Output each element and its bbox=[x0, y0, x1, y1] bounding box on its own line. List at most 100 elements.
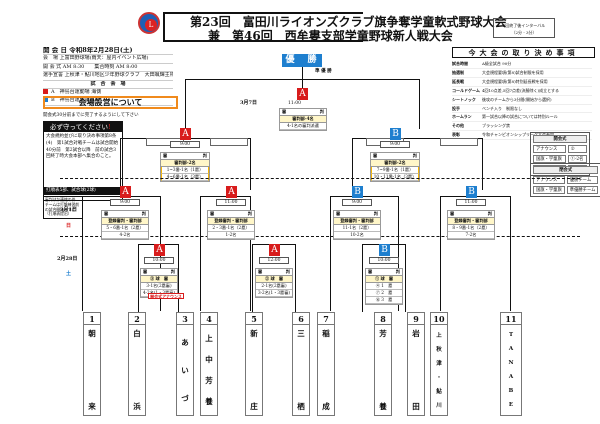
referee-tail: 判 bbox=[170, 269, 175, 274]
team-name-char: 芳 bbox=[379, 329, 387, 338]
bracket-line bbox=[200, 196, 250, 197]
rule-value: ブラッシング禁 bbox=[482, 123, 510, 129]
team-slot[interactable]: 2 白浜 bbox=[128, 312, 146, 416]
referee-line: 1~3番-1名（1塁） bbox=[161, 167, 209, 174]
team-name-char: 朝 bbox=[88, 329, 96, 338]
team-name-char: ・ bbox=[436, 375, 442, 381]
rule-value: 大会規程要項(第8)特別延長戦を採用 bbox=[482, 78, 548, 84]
team-name-char: T bbox=[508, 332, 514, 338]
bracket-line bbox=[252, 244, 253, 312]
referee-title: ① 球 審 bbox=[366, 276, 402, 283]
referee-tail: 判 bbox=[319, 109, 324, 114]
referee-line: 3-1名(2塁審) bbox=[141, 283, 177, 290]
venue-a-marker: A bbox=[226, 186, 237, 198]
bracket-line bbox=[120, 138, 121, 190]
referee-line: 4-1名の審判派遣 bbox=[280, 123, 326, 130]
venues-header: 試 合 会 場 bbox=[43, 81, 173, 90]
referee-head: 審 bbox=[258, 269, 263, 274]
team-name-char: N bbox=[508, 360, 514, 366]
empty-slot bbox=[210, 138, 248, 146]
must-follow-box: 必ず守ってください! 大会規約並びに取り決め事項第8条(4) 第1試合対戦チーム… bbox=[43, 121, 123, 201]
ceremony-role: 国旗・学童旗 bbox=[533, 155, 566, 163]
team-number: 6 bbox=[293, 313, 309, 325]
team-name-char: 栖 bbox=[297, 402, 305, 411]
team-slot[interactable]: 6 三栖 bbox=[292, 312, 310, 416]
team-name: 岩田 bbox=[408, 325, 424, 415]
venue-b-label: B 神島台運動場 山側 bbox=[51, 97, 102, 104]
bracket-line bbox=[250, 196, 251, 311]
match-time: 9:00 bbox=[110, 199, 140, 206]
rule-key: 抽選制 bbox=[452, 69, 464, 75]
referee-tail: 判 bbox=[412, 153, 417, 158]
referee-line: 10-2名 bbox=[334, 232, 380, 239]
final-referee-box: 審判 審判部-4名 4-1名の審判派遣 bbox=[279, 108, 327, 131]
team-name: 三栖 bbox=[293, 325, 309, 415]
venue-setup-button[interactable]: 会場設営について bbox=[43, 96, 178, 109]
referee-header: 審判 bbox=[161, 153, 209, 160]
rule-row: 表彰令和チャンピオンシップリーグ大会参加 bbox=[452, 131, 592, 141]
team-slot[interactable]: 10 上秋津・鮎川 bbox=[430, 312, 448, 416]
team-name-char: 津 bbox=[436, 361, 442, 367]
rule-value: 令和チャンピオンシップリーグ大会参加 bbox=[482, 132, 554, 138]
team-number: 1 bbox=[84, 313, 100, 325]
ceremony-role: アナウンス bbox=[533, 145, 566, 153]
team-name-char: A bbox=[508, 374, 514, 380]
referee-box: 審判 ② 球 審 2-1名(2塁審)3-2名(1・3塁審) bbox=[255, 268, 293, 298]
lions-club-logo: L bbox=[138, 12, 160, 34]
team-name: 稲成 bbox=[318, 325, 334, 415]
team-name-char: 養 bbox=[205, 397, 213, 406]
venue-b-row: B 神島台運動場 山側 bbox=[43, 97, 173, 106]
team-name: 白浜 bbox=[129, 325, 145, 415]
team-slot[interactable]: 8 芳養 bbox=[374, 312, 392, 416]
rule-value: 4回10点差,5回7点差(決勝除く)成立とする bbox=[482, 87, 559, 93]
team-slot[interactable]: 5 新庄 bbox=[245, 312, 263, 416]
team-name-char: い bbox=[181, 365, 189, 375]
team-name-char: 来 bbox=[88, 402, 96, 411]
rule-key: ホームラン bbox=[452, 114, 472, 120]
rule-row: 延長戦大会規程要項(第8)特別延長戦を採用 bbox=[452, 78, 592, 87]
team-slot[interactable]: 7 稲成 bbox=[317, 312, 335, 416]
ceremony-assignee: 優勝チーム bbox=[566, 176, 599, 184]
referee-tail: 判 bbox=[395, 269, 400, 274]
referee-header: 審判 bbox=[448, 211, 494, 218]
title-line-1: 第23回 富田川ライオンズクラブ旗争奪学童軟式野球大会 bbox=[190, 15, 507, 29]
team-name-char: 庄 bbox=[250, 402, 258, 411]
rule-value: 大会規程要項(第8)試合制限を採用 bbox=[482, 69, 544, 75]
bracket-line bbox=[362, 244, 363, 312]
team-slot[interactable]: 9 岩田 bbox=[407, 312, 425, 416]
team-name-char: 秋 bbox=[436, 347, 442, 353]
referee-line: ⑦ 2 塁 bbox=[366, 290, 402, 297]
referee-line: 7-2名 bbox=[448, 232, 494, 239]
bracket-line bbox=[250, 138, 251, 190]
interval-note-line1: 3回終了後インターバル bbox=[502, 23, 546, 28]
referee-head: 審 bbox=[163, 153, 168, 158]
team-slot[interactable]: 3 あいづ bbox=[176, 312, 194, 416]
bracket-line bbox=[330, 196, 331, 311]
opening-ceremony-title: 開会式 bbox=[533, 135, 587, 143]
match-time: 11:00 bbox=[456, 199, 486, 206]
match-time: 11:00 bbox=[216, 199, 246, 206]
referee-line: 4-2名 bbox=[102, 232, 148, 239]
team-name-char: 田 bbox=[412, 402, 420, 411]
team-number: 8 bbox=[375, 313, 391, 325]
venue-b-swatch bbox=[43, 97, 48, 103]
venue-a-marker: A bbox=[269, 244, 280, 256]
referee-header: 審判 bbox=[208, 211, 254, 218]
referee-head: 審 bbox=[104, 211, 109, 216]
bracket-line bbox=[302, 67, 303, 89]
referee-title: 審判部-4名 bbox=[280, 116, 326, 123]
team-name-char: 岩 bbox=[412, 329, 420, 338]
team-slot[interactable]: 1 朝来 bbox=[83, 312, 101, 416]
team-name-char: 養 bbox=[379, 402, 387, 411]
bracket-line bbox=[138, 244, 139, 312]
team-number: 9 bbox=[408, 313, 424, 325]
bracket-line bbox=[82, 196, 83, 311]
team-slot[interactable]: 4 上中芳養 bbox=[200, 312, 218, 416]
match-time: 10:00 bbox=[144, 257, 174, 264]
match-time: 9:00 bbox=[380, 141, 410, 148]
match-time: 9:00 bbox=[342, 199, 372, 206]
